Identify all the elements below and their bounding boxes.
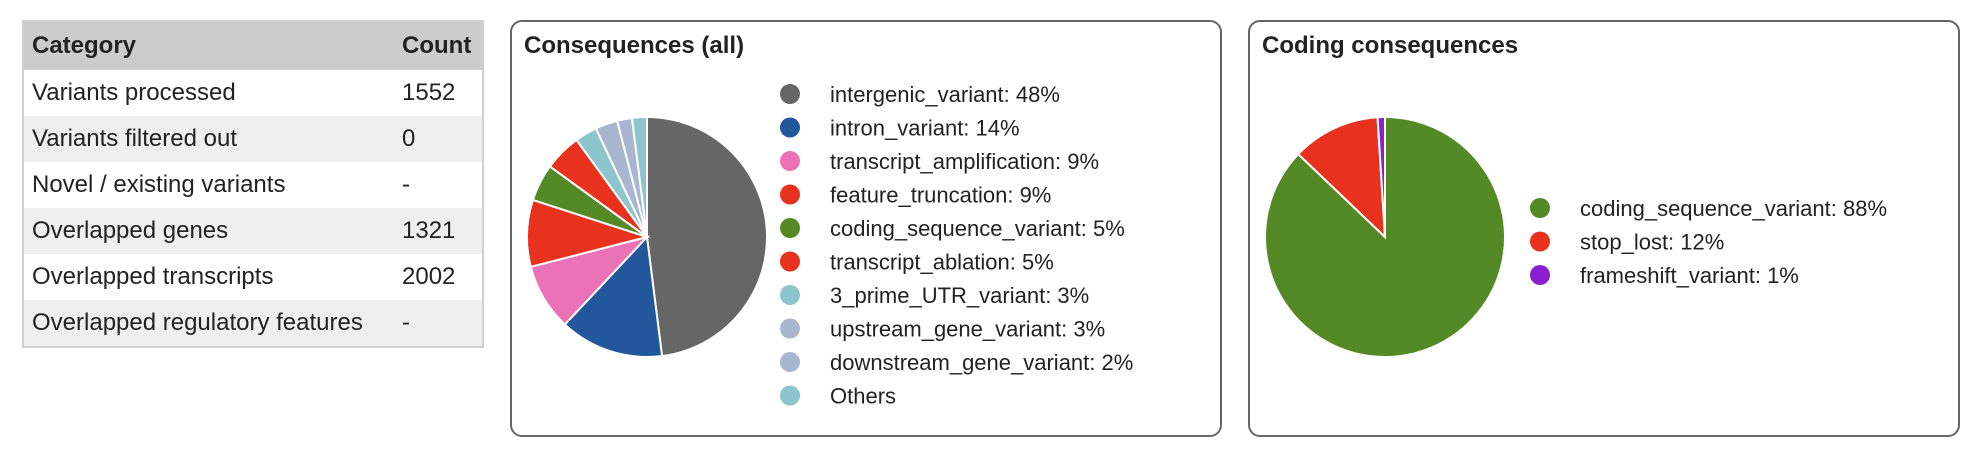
legend-swatch xyxy=(780,151,800,171)
legend-swatch xyxy=(780,318,800,339)
table-header-row: Category Count xyxy=(23,21,483,70)
legend-label: coding_sequence_variant: 5% xyxy=(830,216,1125,241)
legend-swatch xyxy=(780,117,800,138)
row-label: Overlapped regulatory features xyxy=(23,300,394,347)
table-row: Overlapped transcripts 2002 xyxy=(23,254,483,300)
legend-swatch xyxy=(780,352,800,372)
legend-label: transcript_ablation: 5% xyxy=(830,250,1054,275)
legend-label: downstream_gene_variant: 2% xyxy=(830,350,1133,375)
coding-consequences-panel: Coding consequences coding_sequence_vari… xyxy=(1248,20,1960,437)
row-value: 1321 xyxy=(394,208,483,254)
legend-label: feature_truncation: 9% xyxy=(830,183,1051,208)
legend-label: coding_sequence_variant: 88% xyxy=(1580,196,1887,221)
row-value: 2002 xyxy=(402,263,456,290)
row-label: Variants processed xyxy=(32,79,236,106)
row-label: Overlapped genes xyxy=(23,208,394,254)
legend-swatch xyxy=(780,218,800,238)
table-row: Overlapped genes 1321 xyxy=(23,208,483,254)
row-label: Novel / existing variants xyxy=(32,171,286,198)
table-row: Variants processed 1552 xyxy=(23,70,483,116)
legend-label: intergenic_variant: 48% xyxy=(830,82,1060,107)
coding-consequences-pie-chart: coding_sequence_variant: 88% stop_lost: 1… xyxy=(1264,115,1887,358)
table-row: Overlapped regulatory features - xyxy=(23,300,483,347)
legend-label: 3_prime_UTR_variant: 3% xyxy=(830,283,1089,308)
legend-label: frameshift_variant: 1% xyxy=(1580,263,1799,288)
legend-label: upstream_gene_variant: 3% xyxy=(830,317,1105,342)
summary-table: Category Count Variants processed 1552 V… xyxy=(22,20,484,348)
row-label: Variants filtered out xyxy=(23,116,394,162)
chart-title: Consequences (all) xyxy=(524,32,745,59)
legend-label: Others xyxy=(830,384,896,409)
pie-slice xyxy=(1376,115,1386,238)
table-row: Variants filtered out 0 xyxy=(23,116,483,162)
pie-slice xyxy=(646,115,768,358)
legend-swatch xyxy=(1530,265,1550,285)
legend-swatch xyxy=(1530,231,1550,252)
legend-swatch xyxy=(780,251,800,272)
pie-slice xyxy=(563,234,664,358)
row-value: 1552 xyxy=(402,79,456,106)
legend-swatch xyxy=(780,285,800,305)
consequences-all-pie-chart: intergenic_variant: 48% intron_variant: 1… xyxy=(526,82,1133,409)
pie-slice xyxy=(1296,116,1387,240)
table-row: Novel / existing variants - xyxy=(23,162,483,208)
row-label: Overlapped transcripts xyxy=(32,263,274,290)
legend-swatch xyxy=(780,184,800,205)
legend-label: intron_variant: 14% xyxy=(830,116,1020,141)
legend-label: stop_lost: 12% xyxy=(1580,230,1724,255)
chart-title: Coding consequences xyxy=(1262,32,1519,59)
row-value: 0 xyxy=(394,116,483,162)
consequences-all-panel: Consequences (all) intergenic_variant: 4… xyxy=(510,20,1222,437)
row-value: - xyxy=(394,300,483,347)
legend-swatch xyxy=(1530,198,1550,218)
legend-label: transcript_amplification: 9% xyxy=(830,149,1099,174)
row-value: - xyxy=(402,171,410,198)
legend-swatch xyxy=(780,385,800,406)
column-header-count: Count xyxy=(394,21,483,70)
legend-swatch xyxy=(780,84,800,104)
pie-slice xyxy=(630,115,648,238)
column-header-category: Category xyxy=(23,21,394,70)
